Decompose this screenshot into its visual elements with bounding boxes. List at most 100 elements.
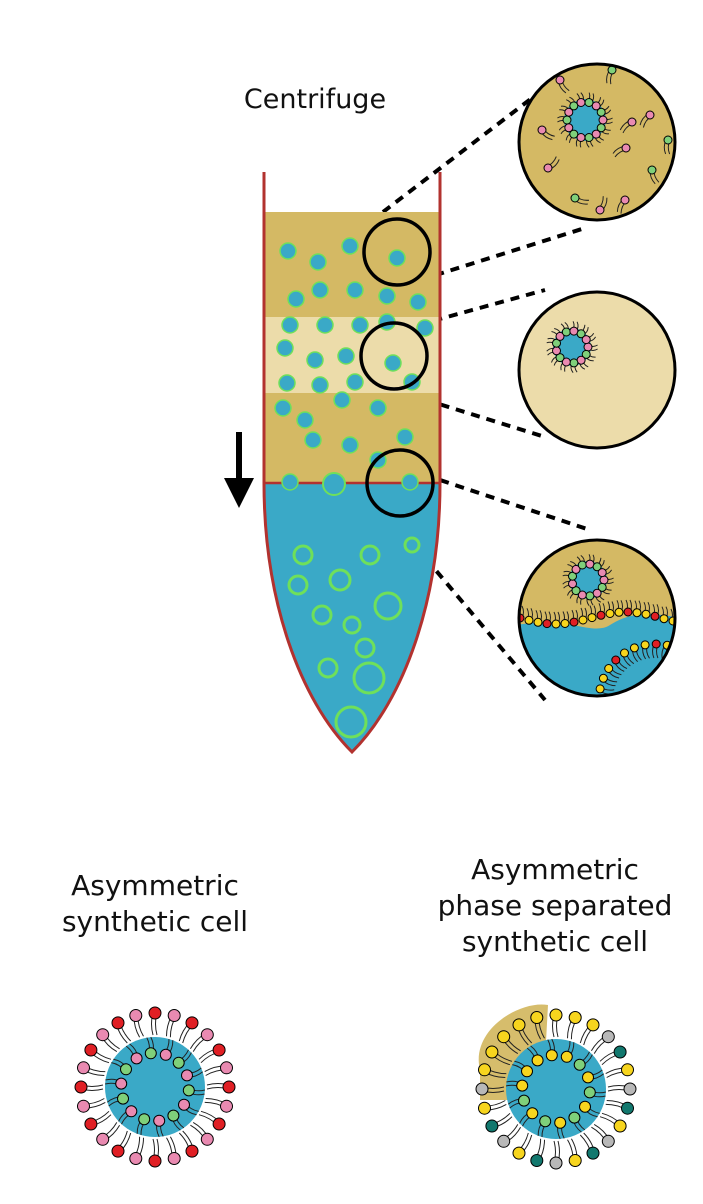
lipid-head (641, 609, 651, 619)
lipid-head (620, 195, 630, 205)
lipid-head (623, 607, 633, 617)
droplet (388, 249, 406, 267)
lipid-head (554, 1116, 567, 1129)
droplet (278, 374, 296, 392)
lipid-head (530, 1011, 544, 1024)
vesicle (403, 536, 421, 554)
lipid-head (561, 327, 571, 337)
zoom-content (546, 321, 598, 374)
lipid-head (129, 1152, 143, 1165)
lipid-head (587, 613, 597, 623)
zoom-interface (517, 538, 703, 698)
lipid-head (629, 643, 639, 653)
magnification-rings (359, 217, 435, 518)
lipid-head (599, 575, 609, 585)
lipid-head (591, 129, 601, 139)
lipid-head (568, 1154, 582, 1167)
lipid-head (543, 163, 553, 173)
lipid-head (577, 590, 587, 600)
aqueous-core (560, 335, 584, 359)
droplet (276, 339, 294, 357)
asymmetric-phase-separated-cell (475, 1004, 637, 1170)
lipid-head (581, 335, 591, 345)
aqueous-core (528, 1061, 584, 1117)
zoom-oil-phase (517, 62, 677, 222)
lipid-head (568, 1011, 582, 1024)
arrow-head (224, 478, 254, 508)
lipid-head (497, 1134, 511, 1148)
vesicle (359, 544, 381, 566)
lipid-head (591, 101, 601, 111)
lipid-head (569, 101, 579, 111)
lipid-head (524, 615, 534, 625)
vesicle (373, 591, 403, 621)
lipid-head (623, 1082, 637, 1096)
lipid-head (561, 357, 571, 367)
lipid-head (611, 655, 621, 665)
lipid-head (597, 568, 607, 578)
yellow-vesicle (594, 639, 703, 696)
lipid-head (692, 658, 700, 666)
lipid-head (200, 1132, 214, 1146)
lipid-tail (669, 647, 675, 663)
lipid-head (129, 1009, 143, 1022)
vesicle (334, 705, 368, 739)
vesicle (292, 544, 314, 566)
vesicle (352, 661, 386, 695)
lipid-head (181, 1069, 193, 1082)
centrifuge-tube (262, 172, 442, 755)
lipid-head (598, 115, 608, 125)
lipid-head (571, 564, 581, 574)
zoom-border (517, 62, 677, 222)
lipid-head (530, 1154, 544, 1167)
droplet (281, 473, 299, 491)
lipid-head (497, 1030, 511, 1044)
lipid-head (84, 1043, 98, 1057)
lipid-head (586, 1146, 600, 1160)
vesicle (354, 637, 376, 659)
lipid-tail (694, 679, 703, 688)
droplet (401, 473, 419, 491)
lipid-head (153, 1114, 166, 1127)
lipid-head (560, 1050, 573, 1063)
aqueous-core (576, 568, 600, 592)
lipid-head (167, 1009, 181, 1022)
lipid-head (579, 1100, 591, 1113)
lipid-head (573, 1058, 586, 1071)
droplet (416, 319, 434, 337)
lipid-head (659, 614, 669, 624)
lipid-head (521, 1065, 533, 1078)
lipid-head (621, 1101, 634, 1115)
lipid-head (512, 1018, 526, 1032)
droplet (384, 354, 402, 372)
droplet (311, 281, 329, 299)
arrow-shaft (236, 432, 242, 484)
lipid-head (583, 342, 593, 352)
lipid-head (172, 1056, 185, 1069)
asymmetric-cell-label: Asymmetric synthetic cell (61, 869, 249, 938)
aqueous-core (571, 106, 599, 134)
lipid-head (130, 1052, 143, 1065)
lipid-head (111, 1016, 125, 1030)
vesicle (328, 568, 352, 592)
lipid-head (569, 358, 579, 368)
droplet (311, 376, 329, 394)
zoom-bg (519, 292, 675, 448)
lipid-head (178, 1098, 190, 1111)
lipid-head (560, 619, 570, 628)
lipid-head (564, 123, 574, 133)
lipid-head (200, 1028, 214, 1042)
aqueous-core (127, 1059, 183, 1115)
lipid-head (212, 1117, 226, 1131)
lipid-head (185, 1144, 199, 1158)
droplet (309, 253, 327, 271)
droplet (369, 399, 387, 417)
lipid-head (683, 650, 691, 658)
lipid-head (478, 1101, 491, 1115)
droplets (274, 237, 434, 739)
lipid-head (144, 1047, 157, 1060)
lipid-head (598, 673, 608, 683)
lipid-head (621, 1063, 634, 1077)
